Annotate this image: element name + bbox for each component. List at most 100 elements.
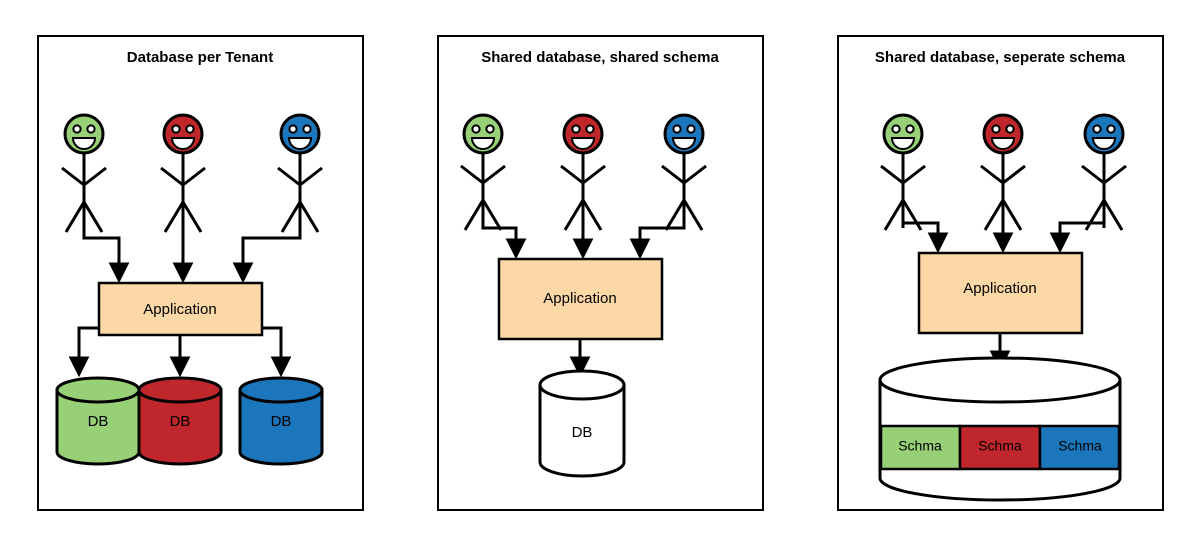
figure-arm-right xyxy=(902,164,926,185)
panel-title: Shared database, seperate schema xyxy=(875,49,1126,66)
schema-label: Schma xyxy=(978,438,1022,454)
connector-app-to-db-green xyxy=(68,326,99,378)
eye-right-icon xyxy=(1005,124,1015,134)
figure-arm-right xyxy=(299,166,323,187)
database-cylinder-shared[interactable]: Schma Schma Schma xyxy=(878,356,1122,502)
figure-arm-left xyxy=(880,164,904,185)
figure-arm-left xyxy=(980,164,1004,185)
figure-leg-left xyxy=(280,201,302,233)
schema-block-red[interactable] xyxy=(958,424,1042,471)
smile-icon xyxy=(890,137,916,150)
panel-title: Database per Tenant xyxy=(127,49,273,66)
eye-left-icon xyxy=(171,124,181,134)
cylinder-body xyxy=(238,388,324,466)
figure-arm-left xyxy=(277,166,301,187)
figure-leg-left xyxy=(983,199,1005,231)
figure-leg-right xyxy=(682,199,704,231)
panel-title: Shared database, shared schema xyxy=(481,49,719,66)
database-label: DB xyxy=(572,424,593,441)
connector-tenant-green-to-app xyxy=(481,194,527,260)
eye-right-icon xyxy=(686,124,696,134)
stick-figure-blue xyxy=(277,113,323,233)
smile-icon xyxy=(470,137,496,150)
database-cylinder-green[interactable]: DB xyxy=(55,376,141,466)
figure-arm-right xyxy=(83,166,107,187)
eye-right-icon xyxy=(905,124,915,134)
eye-right-icon xyxy=(302,124,312,134)
eye-right-icon xyxy=(485,124,495,134)
figure-leg-right xyxy=(1102,199,1124,231)
cylinder-body xyxy=(137,388,223,466)
connector-tenant-blue-to-app xyxy=(629,194,686,260)
eye-left-icon xyxy=(1092,124,1102,134)
schema-block-green[interactable] xyxy=(879,424,962,471)
figure-leg-left xyxy=(463,199,485,231)
application-box[interactable] xyxy=(497,257,664,341)
smile-icon xyxy=(287,137,313,150)
application-box[interactable] xyxy=(97,281,264,337)
application-label: Application xyxy=(963,280,1036,297)
database-cylinder-blue[interactable]: DB xyxy=(238,376,324,466)
figure-arm-right xyxy=(1002,164,1026,185)
figure-arm-right xyxy=(182,166,206,187)
stick-figure-red xyxy=(560,113,606,231)
application-label: Application xyxy=(543,290,616,307)
schema-label: Schma xyxy=(1058,438,1102,454)
connector-tenant-blue-to-app xyxy=(232,196,302,284)
cylinder-top xyxy=(238,376,324,404)
schema-label: Schma xyxy=(898,438,942,454)
stick-figure-blue xyxy=(661,113,707,231)
cylinder-body xyxy=(538,383,626,478)
schema-block-blue[interactable] xyxy=(1038,424,1121,471)
cylinder-top xyxy=(137,376,223,404)
eye-left-icon xyxy=(672,124,682,134)
panel-shared-database-seperate-schema: Shared database, seperate schema xyxy=(837,35,1164,511)
eye-right-icon xyxy=(1106,124,1116,134)
database-cylinder-red[interactable]: DB xyxy=(137,376,223,466)
connector-tenant-blue-to-app xyxy=(1049,194,1106,254)
stick-figure-blue xyxy=(1081,113,1127,231)
smile-icon xyxy=(671,137,697,150)
eye-right-icon xyxy=(585,124,595,134)
figure-arm-right xyxy=(683,164,707,185)
eye-right-icon xyxy=(185,124,195,134)
figure-leg-right xyxy=(181,201,203,233)
figure-arm-left xyxy=(160,166,184,187)
figure-leg-right xyxy=(901,199,923,231)
database-cylinder-shared[interactable]: DB xyxy=(538,369,626,478)
figure-arm-left xyxy=(460,164,484,185)
figure-leg-right xyxy=(581,199,603,231)
eye-left-icon xyxy=(288,124,298,134)
figure-leg-left xyxy=(664,199,686,231)
panel-database-per-tenant: Database per Tenant xyxy=(37,35,364,511)
figure-arm-left xyxy=(560,164,584,185)
eye-left-icon xyxy=(991,124,1001,134)
eye-left-icon xyxy=(471,124,481,134)
figure-leg-right xyxy=(298,201,320,233)
connector-tenant-green-to-app xyxy=(901,194,949,254)
figure-leg-left xyxy=(563,199,585,231)
smile-icon xyxy=(170,137,196,150)
figure-arm-left xyxy=(1081,164,1105,185)
smile-icon xyxy=(1091,137,1117,150)
smile-icon xyxy=(570,137,596,150)
eye-left-icon xyxy=(72,124,82,134)
cylinder-body xyxy=(55,388,141,466)
stick-figure-green xyxy=(61,113,107,233)
eye-left-icon xyxy=(571,124,581,134)
cylinder-top xyxy=(55,376,141,404)
figure-leg-right xyxy=(82,201,104,233)
stick-figure-red xyxy=(980,113,1026,231)
eye-right-icon xyxy=(86,124,96,134)
figure-leg-right xyxy=(481,199,503,231)
cylinder-top xyxy=(538,369,626,401)
connector-app-to-db-blue xyxy=(262,326,292,378)
smile-icon xyxy=(71,137,97,150)
figure-leg-left xyxy=(64,201,86,233)
figure-arm-right xyxy=(482,164,506,185)
stick-figure-green xyxy=(880,113,926,231)
figure-leg-left xyxy=(883,199,905,231)
stick-figure-green xyxy=(460,113,506,231)
figure-leg-right xyxy=(1001,199,1023,231)
